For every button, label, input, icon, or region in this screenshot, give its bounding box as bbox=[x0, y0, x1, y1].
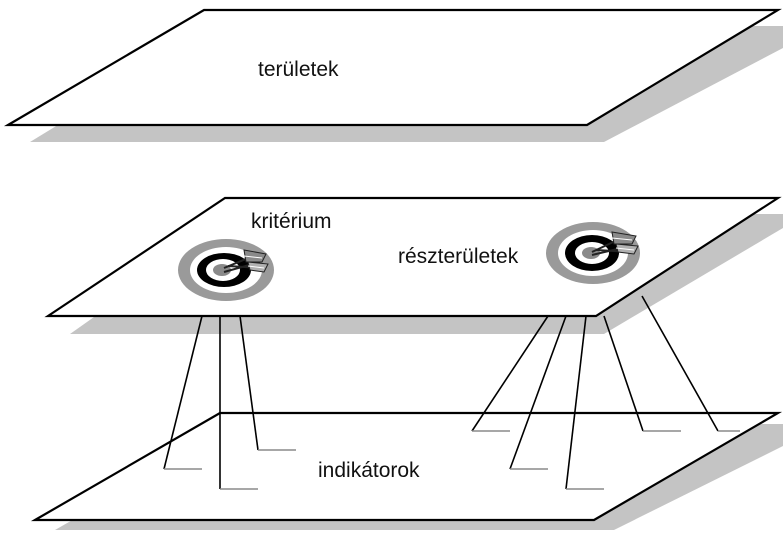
subarea-connectors bbox=[471, 295, 740, 490]
bottom-plane-label: indikátorok bbox=[318, 459, 420, 482]
target-icon bbox=[546, 222, 640, 284]
connector-line bbox=[239, 315, 259, 451]
connector-line bbox=[641, 295, 719, 432]
connector-line bbox=[471, 315, 549, 432]
connector-line bbox=[603, 315, 644, 432]
dart-icon bbox=[591, 231, 639, 256]
dart-icon bbox=[223, 249, 269, 273]
middle-plane-label-subareas: részterületek bbox=[398, 245, 519, 268]
connector-line bbox=[565, 315, 587, 490]
middle-plane: kritérium részterületek bbox=[44, 196, 783, 334]
top-plane-label: területek bbox=[258, 58, 339, 81]
criterion-connectors bbox=[163, 315, 296, 490]
connector-line bbox=[509, 315, 567, 470]
top-plane-surface bbox=[3, 8, 782, 127]
middle-plane-label-criterion: kritérium bbox=[251, 210, 332, 233]
top-plane: területek bbox=[3, 8, 783, 142]
target-icon bbox=[178, 239, 274, 301]
connector-line bbox=[163, 315, 203, 470]
